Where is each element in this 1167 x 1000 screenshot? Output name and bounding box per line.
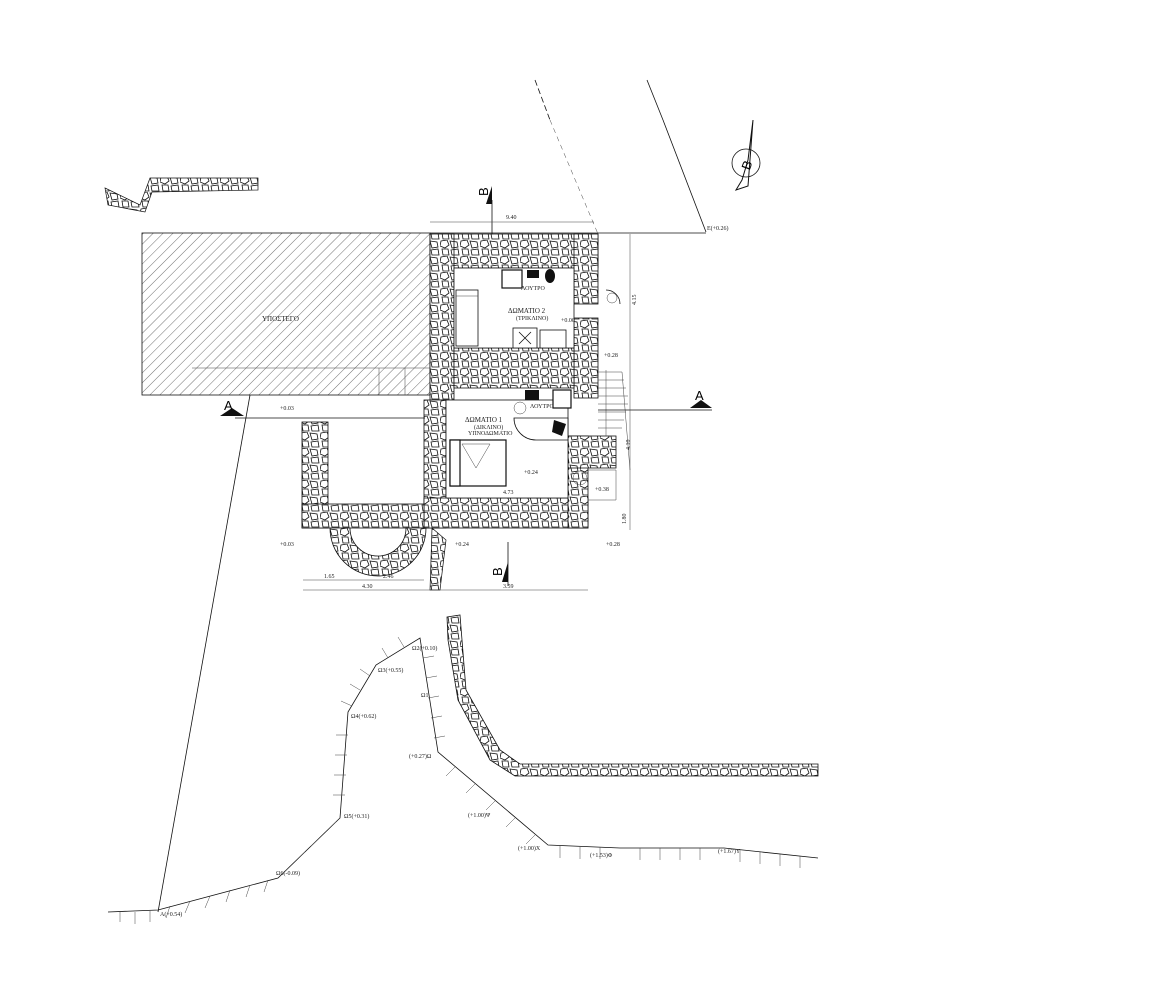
level-r1: +0.28	[604, 353, 618, 359]
room-1-width: 4.73	[503, 490, 514, 496]
dim-bottom-1: 1.65	[324, 574, 335, 580]
level-room2: +0.00	[561, 318, 575, 324]
north-arrow: B	[731, 119, 761, 191]
level-markers: +0.28 +0.38 +0.03 +0.03 +0.24 +0.28	[280, 353, 620, 548]
elevation-e: E(+0.26)	[707, 225, 729, 232]
level-step: +0.38	[595, 487, 609, 493]
section-a-left: A	[224, 398, 233, 413]
level-bottom-right: +0.28	[606, 542, 620, 548]
room-2-name: ΔΩΜΑΤΙΟ 2	[508, 307, 546, 315]
dim-top-width: 9.40	[506, 215, 517, 221]
boundary-lines: E(+0.26)	[157, 79, 729, 913]
level-bottom-mid: +0.24	[455, 542, 469, 548]
section-b-top: B	[476, 187, 491, 196]
survey-o5: Ω5(+0.31)	[344, 813, 369, 820]
survey-f: (+1.53)Φ	[590, 852, 613, 859]
survey-o4: Ω4(+0.62)	[351, 713, 376, 720]
level-bottom-left: +0.03	[280, 542, 294, 548]
hatched-terrace: ΥΠΟΣΤΕΓΟ	[141, 232, 431, 396]
level-left: +0.03	[280, 406, 294, 412]
dim-right-small: 1.80	[622, 514, 628, 525]
wc-mid-label: ΛΟΥΤΡΟ	[530, 404, 554, 410]
terrain-profile: Ω2(+0.10) Ω3(+0.55) Ω1 Ω4(+0.62) (+0.27)…	[107, 636, 819, 924]
room-1-use: ΥΠΝΟΔΩΜΑΤΙΟ	[468, 431, 513, 437]
dim-bottom-2: 2.46	[383, 574, 394, 580]
survey-x: (+1.00)X	[518, 845, 541, 852]
room-1: ΛΟΥΤΡΟ ΔΩΜΑΤΙΟ 1 (ΔΙΚΛΙΝΟ) ΥΠΝΟΔΩΜΑΤΙΟ +…	[445, 389, 588, 499]
stone-wall-curve	[446, 614, 819, 777]
room-1-name: ΔΩΜΑΤΙΟ 1	[465, 416, 503, 424]
survey-o6: Ω6(-0.09)	[276, 870, 300, 877]
section-a-right: A	[695, 388, 704, 403]
section-b-bottom: B	[490, 567, 505, 576]
dim-bottom-total-left: 4.30	[362, 584, 373, 590]
survey-p: (+1.00)Ψ	[468, 812, 491, 819]
room-1-type: (ΔΙΚΛΙΝΟ)	[474, 424, 503, 431]
terrace-label: ΥΠΟΣΤΕΓΟ	[262, 315, 299, 323]
dimension-lines: 9.40 4.15 4.10 1.80 1.65 2.46 4.30 3.59	[303, 215, 638, 591]
north-letter: B	[738, 158, 755, 171]
survey-o2: Ω2(+0.10)	[412, 645, 437, 652]
side-stairs	[588, 370, 631, 501]
room-2-type: (ΤΡΙΚΛΙΝΟ)	[516, 315, 548, 322]
survey-y: (+1.67)Υ	[718, 848, 741, 855]
stone-edge-top-left	[104, 177, 259, 213]
wc-top-label: ΛΟΥΤΡΟ	[521, 286, 545, 292]
dim-right-height: 4.15	[632, 295, 638, 306]
stone-walls	[301, 233, 617, 591]
survey-o1: Ω1	[421, 693, 428, 699]
survey-o3: Ω3(+0.55)	[378, 667, 403, 674]
survey-a: A(+0.54)	[160, 911, 182, 918]
room-2: ΛΟΥΤΡΟ ΔΩΜΑΤΙΟ 2 (ΤΡΙΚΛΙΝΟ) +0.00	[453, 267, 621, 349]
dim-bottom-total-right: 3.59	[503, 584, 514, 590]
survey-q: (+0.27)Ω	[409, 753, 432, 760]
level-room1: +0.24	[524, 470, 538, 476]
dim-right-height2: 4.10	[626, 440, 632, 451]
section-markers: A A B B	[220, 186, 712, 586]
